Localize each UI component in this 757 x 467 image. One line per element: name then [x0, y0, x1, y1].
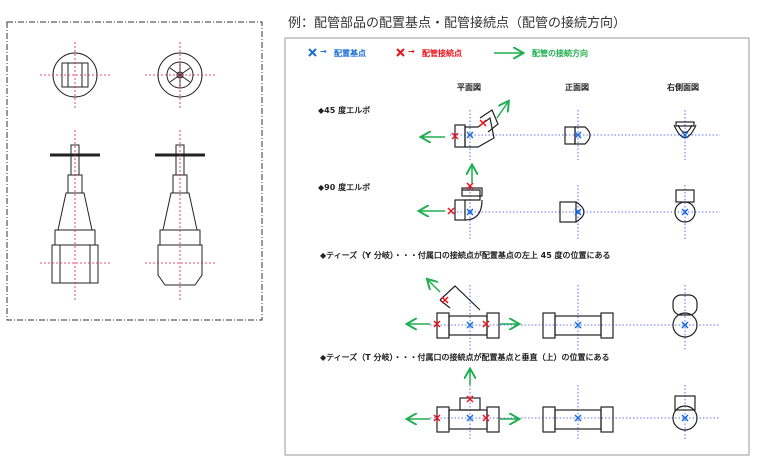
fitting-panel-frame [284, 37, 750, 456]
fitting-shapes [436, 109, 698, 433]
direction-arrows [408, 102, 518, 419]
valve-center-lines [40, 42, 215, 300]
row-label-90-elbow: ◆90 度エルボ [318, 183, 371, 192]
connection-point-marks [433, 119, 490, 422]
legend-connection-point: 配管接続点 [422, 49, 462, 58]
legend-arrow-red: → [408, 47, 415, 56]
legend-red-x-icon [396, 48, 405, 57]
column-plan-view: 平面図 [457, 83, 481, 92]
column-right-side-view: 右側面図 [667, 83, 699, 92]
legend-blue-x-icon [308, 48, 317, 57]
legend-direction: 配管の接続方向 [532, 49, 588, 58]
column-front-view: 正面図 [565, 83, 589, 92]
row-label-45-elbow: ◆45 度エルボ [318, 106, 371, 115]
legend-base-point: 配置基点 [334, 49, 366, 58]
fitting-center-lines [430, 110, 720, 440]
legend-arrow-blue: → [320, 47, 327, 56]
diagram-title: 例：配管部品の配置基点・配管接続点（配管の接続方向） [288, 16, 627, 31]
row-label-t-tee: ◆ティーズ（T 分岐）・・・付属口の接続点が配置基点と垂直（上）の位置にある [320, 353, 610, 362]
valve-panel-frame [6, 21, 263, 321]
row-label-y-tee: ◆ティーズ（Y 分岐）・・・付属口の接続点が配置基点の左上 45 度の位置にある [320, 251, 611, 260]
base-point-marks [466, 131, 689, 422]
